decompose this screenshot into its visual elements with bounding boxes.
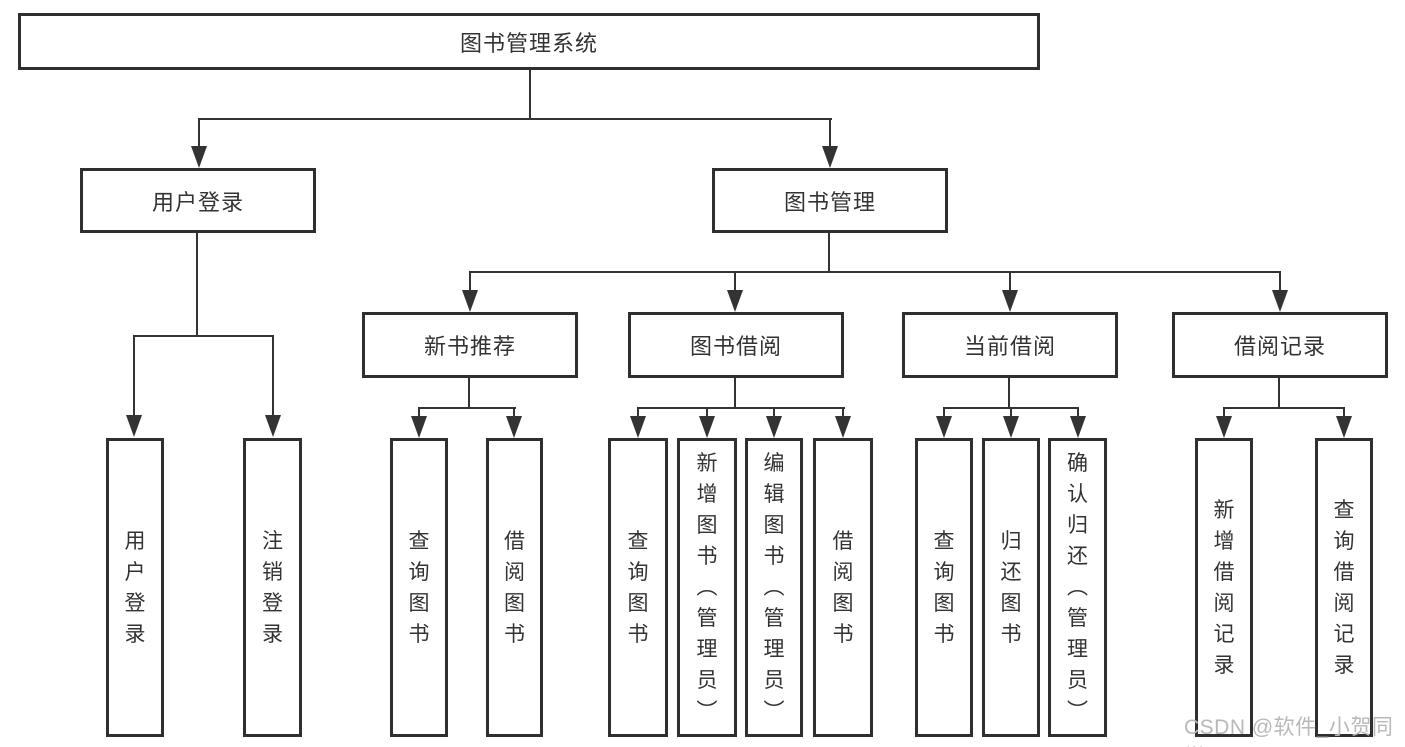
leaf-user-login-label: 用 户 登 录 (124, 529, 146, 646)
arrowhead-user-login (191, 146, 207, 168)
connector-userlogin-drop-2 (272, 335, 274, 417)
leaf-confirm-return-admin: 确 认 归 还 ︵ 管 理 员 ︶ (1048, 438, 1107, 737)
connector-borrowgrp-drop-4 (842, 407, 844, 418)
connector-userlogin-rail (133, 335, 274, 337)
leaf-logout: 注 销 登 录 (243, 438, 302, 737)
leaf-return-book-label: 归 还 图 书 (1000, 529, 1022, 646)
connector-root-stem (529, 69, 531, 119)
node-borrow-record-label: 借阅记录 (1233, 334, 1326, 359)
leaf-query-book-recommend: 查 询 图 书 (390, 438, 448, 737)
csdn-watermark: CSDN @软件_小贺同学 (1184, 716, 1394, 747)
arrowhead-return-book (1003, 416, 1019, 438)
connector-root-rail (198, 118, 832, 120)
leaf-add-borrow-record: 新 增 借 阅 记 录 (1195, 438, 1253, 737)
connector-recommend-rail (418, 407, 516, 409)
arrowhead-new-book-recommend (462, 290, 478, 312)
connector-recommend-stem (468, 378, 470, 408)
connector-borrowgrp-drop-2 (706, 407, 708, 418)
connector-recordgrp-drop-1 (1223, 407, 1225, 418)
node-new-book-recommend: 新书推荐 (362, 312, 578, 378)
node-current-borrow-label: 当前借阅 (963, 334, 1056, 359)
leaf-query-book-borrow-label: 查 询 图 书 (627, 529, 649, 646)
connector-root-drop-left (198, 118, 200, 150)
connector-root-drop-right (829, 118, 831, 150)
connector-borrowgrp-drop-3 (773, 407, 775, 418)
leaf-return-book: 归 还 图 书 (982, 438, 1040, 737)
node-borrow-record: 借阅记录 (1172, 312, 1388, 378)
leaf-query-book-current: 查 询 图 书 (915, 438, 973, 737)
arrowhead-book-borrow (727, 290, 743, 312)
node-book-management-label: 图书管理 (783, 189, 876, 215)
leaf-query-borrow-record-label: 查 询 借 阅 记 录 (1333, 498, 1355, 677)
node-current-borrow: 当前借阅 (902, 312, 1118, 378)
connector-userlogin-stem (196, 233, 198, 336)
connector-bookmgmt-stem (828, 233, 830, 272)
leaf-edit-book-admin-label: 编 辑 图 书 ︵ 管 理 员 ︶ (763, 452, 785, 723)
leaf-user-login: 用 户 登 录 (106, 438, 164, 737)
connector-borrowgrp-drop-1 (637, 407, 639, 418)
arrowhead-book-management (822, 146, 838, 168)
leaf-query-book-current-label: 查 询 图 书 (933, 529, 955, 646)
connector-borrowgrp-stem (734, 378, 736, 408)
node-new-book-recommend-label: 新书推荐 (423, 334, 516, 359)
connector-recommend-drop-2 (513, 407, 515, 418)
connector-bookmgmt-drop-2 (734, 271, 736, 293)
arrowhead-add-borrow-record (1216, 416, 1232, 438)
arrowhead-edit-book-admin (766, 416, 782, 438)
node-book-management: 图书管理 (712, 168, 948, 233)
connector-recordgrp-rail (1223, 407, 1345, 409)
connector-borrowgrp-rail (637, 407, 845, 409)
leaf-confirm-return-admin-label: 确 认 归 还 ︵ 管 理 员 ︶ (1067, 452, 1088, 723)
connector-recordgrp-drop-2 (1343, 407, 1345, 418)
connector-bookmgmt-drop-4 (1279, 271, 1281, 293)
arrowhead-query-borrow-record (1336, 416, 1352, 438)
leaf-borrow-book-recommend-label: 借 阅 图 书 (504, 529, 525, 646)
leaf-add-borrow-record-label: 新 增 借 阅 记 录 (1213, 498, 1235, 677)
connector-currentgrp-drop-3 (1077, 407, 1079, 418)
leaf-query-borrow-record: 查 询 借 阅 记 录 (1315, 438, 1373, 737)
connector-recommend-drop-1 (418, 407, 420, 418)
connector-currentgrp-stem (1008, 378, 1010, 408)
leaf-query-book-recommend-label: 查 询 图 书 (408, 529, 430, 646)
node-user-login: 用户登录 (80, 168, 316, 233)
node-root-label: 图书管理系统 (459, 30, 598, 56)
connector-userlogin-drop-1 (133, 335, 135, 417)
arrowhead-query-book-borrow (630, 416, 646, 438)
arrowhead-current-borrow (1002, 290, 1018, 312)
leaf-borrow-book-recommend: 借 阅 图 书 (486, 438, 543, 737)
connector-currentgrp-drop-1 (943, 407, 945, 418)
connector-bookmgmt-drop-3 (1009, 271, 1011, 293)
leaf-borrow-book: 借 阅 图 书 (813, 438, 873, 737)
connector-bookmgmt-drop-1 (469, 271, 471, 293)
connector-bookmgmt-rail (469, 271, 1281, 273)
node-root: 图书管理系统 (18, 13, 1040, 70)
arrowhead-borrow-book (835, 416, 851, 438)
leaf-query-book-borrow: 查 询 图 书 (608, 438, 668, 737)
connector-currentgrp-drop-2 (1010, 407, 1012, 418)
leaf-add-book-admin: 新 增 图 书 ︵ 管 理 员 ︶ (677, 438, 737, 737)
connector-recordgrp-stem (1278, 378, 1280, 408)
arrowhead-borrow-book-recommend (506, 416, 522, 438)
leaf-edit-book-admin: 编 辑 图 书 ︵ 管 理 员 ︶ (745, 438, 803, 737)
arrowhead-query-book-recommend (411, 416, 427, 438)
arrowhead-borrow-record (1272, 290, 1288, 312)
node-book-borrow: 图书借阅 (628, 312, 844, 378)
arrowhead-query-book-current (936, 416, 952, 438)
arrowhead-confirm-return-admin (1070, 416, 1086, 438)
node-user-login-label: 用户登录 (151, 189, 244, 215)
arrowhead-add-book-admin (699, 416, 715, 438)
leaf-add-book-admin-label: 新 增 图 书 ︵ 管 理 员 ︶ (696, 452, 718, 723)
leaf-borrow-book-label: 借 阅 图 书 (832, 529, 854, 646)
arrowhead-leaf-user-login (126, 415, 142, 437)
arrowhead-leaf-logout (265, 415, 281, 437)
node-book-borrow-label: 图书借阅 (689, 334, 782, 359)
leaf-logout-label: 注 销 登 录 (262, 529, 283, 646)
